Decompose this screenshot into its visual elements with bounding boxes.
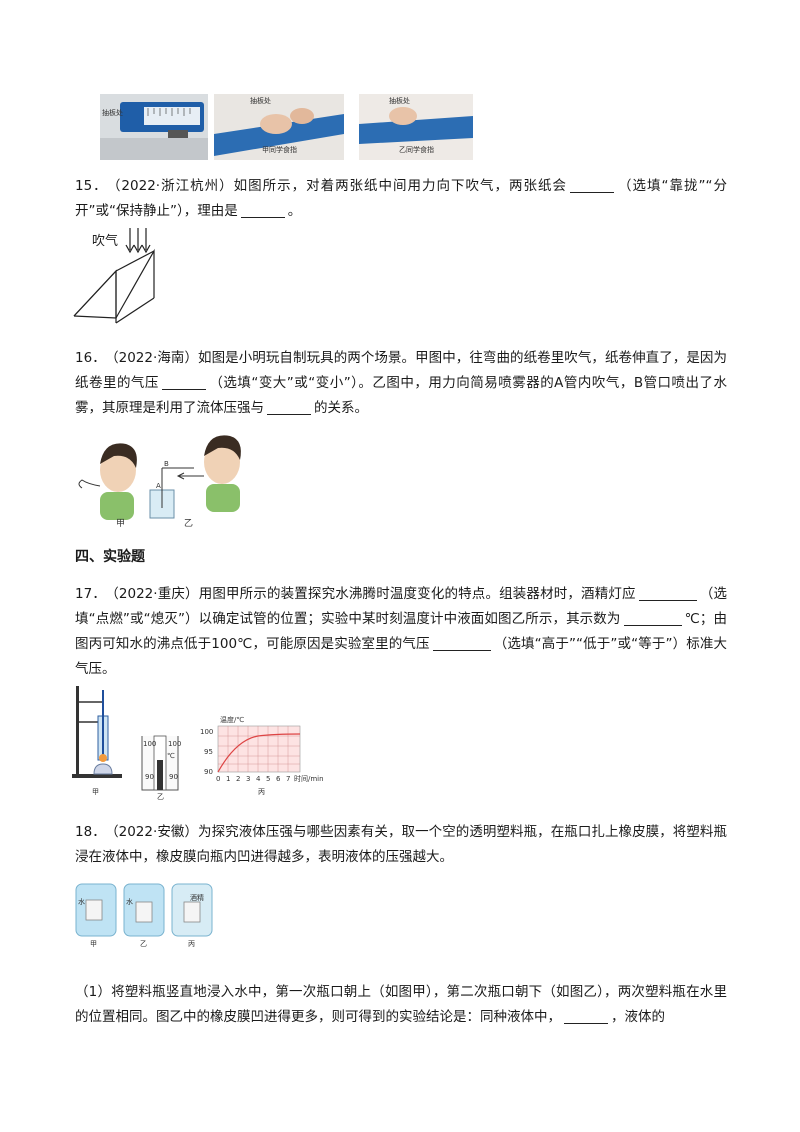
svg-text:乙: 乙 [157, 793, 164, 800]
svg-text:A: A [156, 482, 161, 490]
answer-blank[interactable] [638, 583, 697, 601]
question-text: （1）将塑料瓶竖直地浸入水中，第一次瓶口朝上（如图甲），第二次瓶口朝下（如图乙）… [75, 984, 727, 1025]
question-18-part-1: （1）将塑料瓶竖直地浸入水中，第一次瓶口朝上（如图甲），第二次瓶口朝下（如图乙）… [75, 980, 727, 1030]
svg-text:5: 5 [266, 775, 270, 783]
question-number: 15． [75, 178, 108, 194]
svg-text:酒精: 酒精 [190, 893, 204, 902]
answer-blank[interactable] [570, 175, 615, 193]
q16-boy-figure: 甲 B A 乙 [78, 435, 241, 529]
svg-text:3: 3 [246, 775, 250, 783]
svg-text:0: 0 [216, 775, 220, 783]
svg-text:2: 2 [236, 775, 240, 783]
svg-text:100: 100 [168, 740, 181, 748]
question-number: 18． [75, 824, 106, 840]
question-17: 17． （2022·重庆）用图甲所示的装置探究水沸腾时温度变化的特点。组装器材时，… [75, 582, 727, 682]
answer-blank[interactable] [432, 633, 491, 651]
boy-b-illustration: 乙 [184, 435, 241, 529]
svg-text:甲同学食指: 甲同学食指 [262, 145, 297, 154]
svg-text:温度/℃: 温度/℃ [220, 715, 244, 724]
answer-blank[interactable] [161, 372, 206, 390]
answer-blank[interactable] [267, 397, 311, 415]
question-source: （2022·海南） [111, 350, 199, 366]
svg-text:6: 6 [276, 775, 281, 783]
svg-text:95: 95 [204, 748, 213, 756]
sprayer-illustration: B A [149, 460, 204, 519]
svg-text:90: 90 [145, 773, 154, 781]
q14-photos: 抽板处 抽板处 甲同学食指 抽板处 乙同学食指 [100, 94, 473, 160]
question-text: ℃；由图丙可知水的沸点低于100℃，可能原因是实验室里的气压 [75, 611, 727, 652]
svg-text:甲: 甲 [116, 518, 125, 529]
photo-hand-a: 抽板处 甲同学食指 [214, 94, 344, 160]
svg-text:4: 4 [256, 775, 261, 783]
answer-blank[interactable] [564, 1006, 608, 1024]
question-text: 如图是小明玩自制玩具的两个场景。甲图中，往弯曲的纸卷里吹气，纸卷伸直了，是因为纸… [75, 350, 727, 391]
question-number: 17． [75, 586, 106, 602]
svg-text:水: 水 [78, 897, 85, 906]
question-text: 的关系。 [314, 400, 368, 416]
svg-text:100: 100 [200, 728, 213, 736]
answer-blank[interactable] [240, 200, 285, 218]
boiling-apparatus: 甲 [72, 686, 122, 796]
svg-text:水: 水 [126, 897, 133, 906]
question-source: （2022·浙江杭州） [113, 178, 234, 194]
question-source: （2022·重庆） [112, 586, 199, 602]
question-text: 如图所示，对着两张纸中间用力向下吹气，两张纸会 [233, 178, 568, 194]
svg-text:B: B [164, 460, 169, 468]
svg-text:丙: 丙 [188, 940, 195, 948]
svg-text:90: 90 [204, 768, 213, 776]
svg-text:100: 100 [143, 740, 156, 748]
svg-text:吹气: 吹气 [92, 233, 118, 249]
svg-text:℃: ℃ [167, 752, 175, 760]
svg-text:乙: 乙 [184, 518, 193, 529]
question-text: （选填“变大”或“变小”）。乙图中，用力向简易喷雾器的A管内吹气，B管口喷出了水… [75, 375, 727, 416]
photo-hand-b: 抽板处 乙同学食指 [359, 94, 473, 160]
svg-text:时间/min: 时间/min [294, 774, 324, 783]
svg-text:甲: 甲 [92, 788, 99, 796]
question-text: 为探究液体压强与哪些因素有关，取一个空的透明塑料瓶，在瓶口扎上橡皮膜，将塑料瓶浸… [75, 824, 727, 865]
svg-text:乙: 乙 [140, 940, 147, 948]
question-18: 18． （2022·安徽）为探究液体压强与哪些因素有关，取一个空的透明塑料瓶，在瓶… [75, 820, 727, 870]
svg-text:甲: 甲 [90, 940, 97, 948]
question-text: （选填“靠拢”“分开”或“保持静止”），理由是 [75, 178, 728, 219]
svg-text:丙: 丙 [258, 788, 265, 796]
question-number: 16． [75, 350, 106, 366]
q18-beakers-figure: 水 甲 水 乙 酒精 丙 [75, 883, 213, 948]
svg-text:乙同学食指: 乙同学食指 [399, 145, 434, 154]
question-source: （2022·安徽） [111, 824, 199, 840]
question-text: 。 [287, 203, 302, 219]
svg-text:7: 7 [286, 775, 290, 783]
thermometer-reading: 100 100 ℃ 90 90 乙 [141, 735, 181, 800]
boy-a-illustration: 甲 [78, 443, 137, 529]
svg-text:90: 90 [169, 773, 178, 781]
question-16: 16． （2022·海南）如图是小明玩自制玩具的两个场景。甲图中，往弯曲的纸卷里吹… [75, 346, 727, 421]
beaker-c: 酒精 丙 [171, 883, 213, 948]
photo-syringe-ruler: 抽板处 [100, 94, 208, 160]
temperature-time-graph: 温度/℃ 100 95 90 0 1 2 3 4 5 6 7 时间/min 丙 [200, 715, 324, 796]
q17-figure: 甲 100 100 ℃ 90 90 乙 温度/℃ 100 95 90 0 1 2… [72, 686, 324, 800]
beaker-a: 水 甲 [75, 883, 117, 948]
question-15: 15． （2022·浙江杭州）如图所示，对着两张纸中间用力向下吹气，两张纸会（选填… [75, 174, 727, 224]
section-title: 四、实验题 [75, 549, 145, 565]
question-text: （选填“高于”“低于”或“等于”）标准大气压。 [75, 636, 727, 677]
beaker-b: 水 乙 [123, 883, 165, 948]
question-text: 用图甲所示的装置探究水沸腾时温度变化的特点。组装器材时，酒精灯应 [198, 586, 636, 602]
question-text: ，液体的 [611, 1009, 665, 1025]
svg-text:1: 1 [226, 775, 230, 783]
question-text: （选填“点燃”或“熄灭”）以确定试管的位置；实验中某时刻温度计中液面如图乙所示，… [75, 586, 727, 627]
answer-blank[interactable] [623, 608, 682, 626]
q15-paper-figure: 吹气 [73, 228, 155, 324]
svg-text:抽板处: 抽板处 [250, 96, 271, 105]
svg-text:抽板处: 抽板处 [389, 96, 410, 105]
svg-text:抽板处: 抽板处 [102, 108, 123, 117]
